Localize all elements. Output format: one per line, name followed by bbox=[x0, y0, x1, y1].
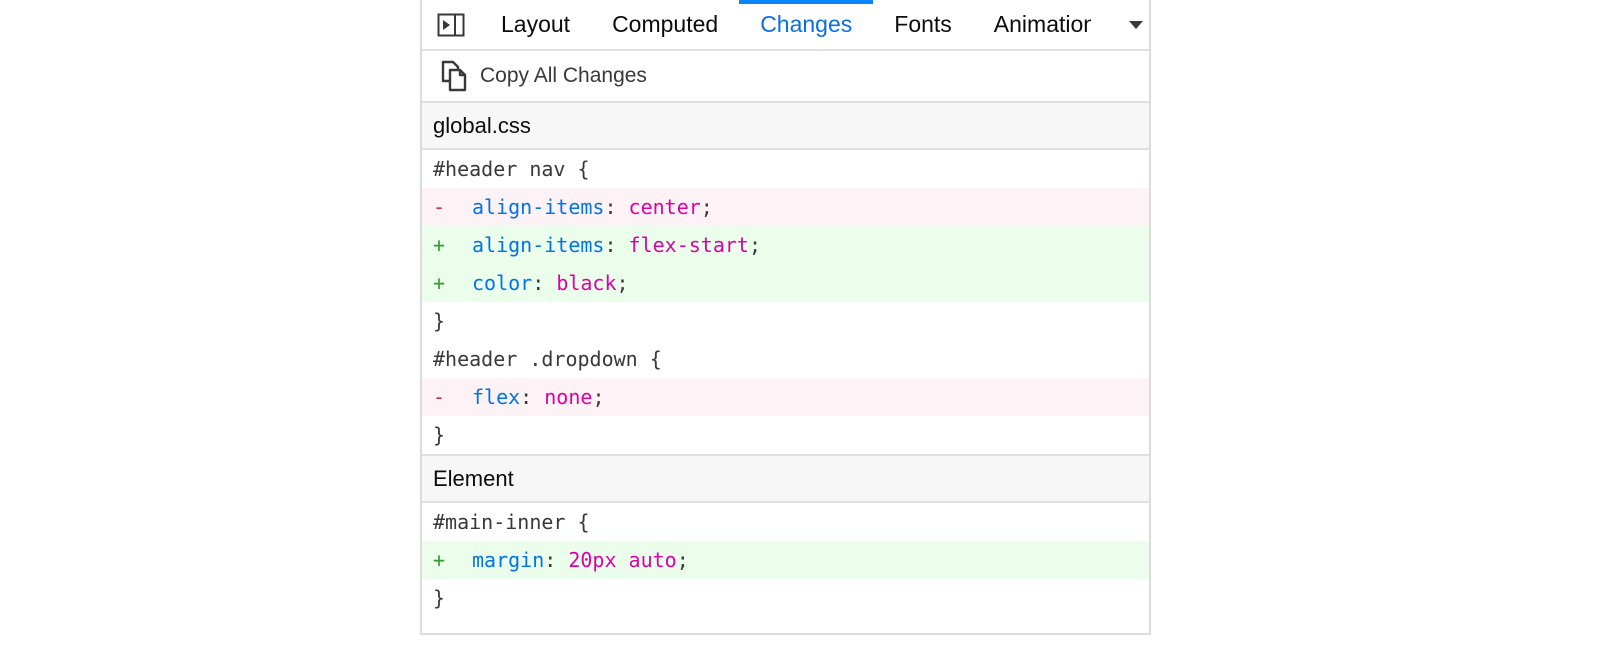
tab-computed[interactable]: Computed bbox=[612, 11, 719, 37]
css-property: margin bbox=[472, 548, 545, 572]
all-tabs-menu-button[interactable] bbox=[1123, 0, 1149, 49]
tab-animations[interactable]: Animations bbox=[993, 11, 1091, 37]
rule-selector: #header nav { bbox=[433, 157, 590, 181]
sidebar-toggle-button[interactable] bbox=[422, 0, 480, 49]
rule-close-brace: } bbox=[433, 586, 446, 610]
css-property: color bbox=[472, 271, 533, 295]
diff-marker: + bbox=[433, 548, 446, 572]
removed-declaration: -flex: none; bbox=[422, 378, 1149, 416]
css-value: flex-start bbox=[628, 233, 749, 257]
copy-all-changes-button[interactable]: Copy All Changes bbox=[422, 51, 1149, 103]
diff-marker: - bbox=[433, 195, 446, 219]
rule-close-brace: } bbox=[433, 309, 446, 333]
added-declaration: +margin: 20px auto; bbox=[422, 541, 1149, 579]
copy-icon bbox=[441, 60, 467, 92]
dropdown-arrow-icon bbox=[1129, 20, 1143, 29]
rule-selector: #main-inner { bbox=[433, 510, 590, 534]
removed-declaration: -align-items: center; bbox=[422, 188, 1149, 226]
css-value: black bbox=[556, 271, 617, 295]
changes-panel: Layout Computed Changes Fonts Animations… bbox=[420, 0, 1151, 635]
tab-changes[interactable]: Changes bbox=[739, 0, 874, 49]
diff-marker: + bbox=[433, 233, 446, 257]
css-value: none bbox=[544, 385, 593, 409]
css-property: align-items bbox=[472, 233, 605, 257]
source-header: global.css bbox=[422, 103, 1149, 150]
tab-fonts[interactable]: Fonts bbox=[894, 11, 952, 37]
rule-close-brace: } bbox=[433, 423, 446, 447]
diff-marker: - bbox=[433, 385, 446, 409]
added-declaration: +align-items: flex-start; bbox=[422, 226, 1149, 264]
added-declaration: +color: black; bbox=[422, 264, 1149, 302]
tab-bar: Layout Computed Changes Fonts Animations bbox=[422, 0, 1149, 51]
source-header: Element bbox=[422, 454, 1149, 503]
css-property: align-items bbox=[472, 195, 605, 219]
css-value: 20px auto bbox=[568, 548, 677, 572]
rule-selector: #header .dropdown { bbox=[433, 347, 662, 371]
css-value: center bbox=[628, 195, 701, 219]
tab-layout[interactable]: Layout bbox=[501, 11, 571, 37]
sidebar-toggle-icon bbox=[437, 13, 465, 36]
css-property: flex bbox=[472, 385, 521, 409]
diff-marker: + bbox=[433, 271, 446, 295]
copy-all-changes-label: Copy All Changes bbox=[480, 64, 647, 87]
